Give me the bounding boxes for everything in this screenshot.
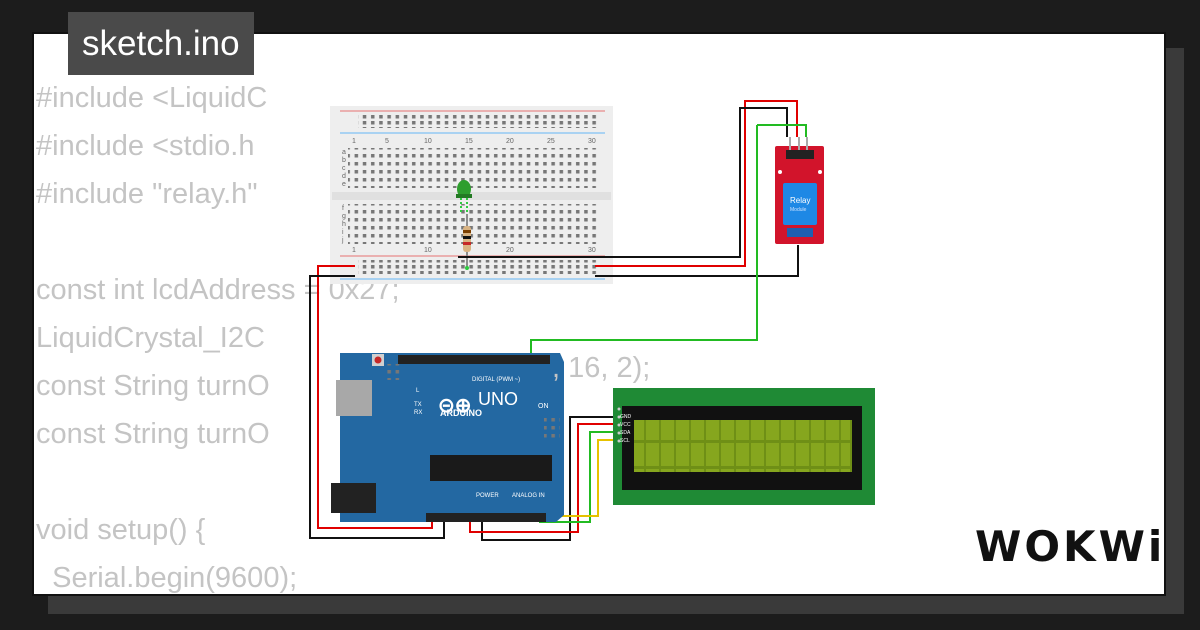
lcd-display[interactable]: GND VCC SDA SCL [613, 388, 875, 505]
bb-row-i: i [342, 229, 344, 236]
code-line: #include <stdio.h [36, 130, 255, 162]
bb-col-15: 15 [465, 138, 473, 145]
wire-black-relay [595, 245, 799, 277]
bb-col-20: 20 [506, 138, 514, 145]
bb-col-20-bottom: 20 [506, 247, 514, 254]
green-led[interactable] [456, 180, 472, 214]
bb-col-1: 1 [352, 138, 356, 145]
relay-label: Relay [790, 196, 810, 205]
bb-row-b: b [342, 157, 346, 164]
wire-red-relay [595, 100, 798, 267]
arduino-led-l: L [416, 388, 420, 394]
bb-col-1-bottom: 1 [352, 247, 356, 254]
arduino-led-rx: RX [414, 410, 422, 416]
lcd-pin-vcc: VCC [620, 422, 631, 428]
code-line: const String turnO [36, 370, 270, 402]
arduino-model: UNO [478, 389, 518, 409]
wires [309, 100, 807, 541]
wire-red-lcd-vcc [469, 423, 616, 533]
wire-red-rail-left [317, 265, 433, 529]
code-line: #include "relay.h" [36, 178, 258, 210]
relay-sublabel: Module [790, 207, 807, 213]
bb-row-f: f [342, 205, 344, 212]
lcd-pin-gnd: GND [620, 414, 632, 420]
bb-col-25: 25 [547, 138, 555, 145]
lcd-pin-scl: SCL [620, 438, 630, 444]
arduino-led-tx: TX [414, 402, 422, 408]
bb-row-g: g [342, 213, 346, 220]
bb-col-10-bottom: 10 [424, 247, 432, 254]
wire-green-signal-pin [530, 125, 758, 354]
arduino-brand: ARDUINO [440, 408, 482, 418]
resistor[interactable] [463, 214, 471, 270]
bb-col-5: 5 [385, 138, 389, 145]
wire-black-relay-gnd [458, 107, 788, 258]
code-line: void setup() { [36, 514, 206, 546]
wokwi-logo: WOKWi [975, 522, 1166, 571]
arduino-on-label: ON [538, 403, 549, 410]
bb-row-c: c [342, 165, 346, 172]
lcd-pin-sda: SDA [620, 430, 631, 436]
bb-row-d: d [342, 173, 346, 180]
arduino-infinity-logo: ⊝⊕ [438, 395, 472, 417]
bb-row-e: e [342, 181, 346, 188]
arduino-analog-label: ANALOG IN [512, 493, 545, 499]
code-line: LiquidCrystal_I2C [36, 322, 265, 354]
arduino-uno[interactable]: ⊝⊕ UNO ARDUINO ON DIGITAL (PWM ~) POWER … [331, 353, 564, 522]
bb-row-a: a [342, 149, 346, 156]
arduino-digital-label: DIGITAL (PWM ~) [472, 377, 520, 383]
bb-col-10: 10 [424, 138, 432, 145]
wire-green-signal [757, 124, 807, 137]
code-line: #include <LiquidC [36, 82, 268, 114]
code-line: const String turnO [36, 418, 270, 450]
bb-row-h: h [342, 221, 346, 228]
wire-black-rail-left [309, 275, 445, 539]
bb-row-j: j [341, 237, 344, 244]
arduino-power-label: POWER [476, 493, 499, 499]
code-preview: #include <LiquidC #include <stdio.h #inc… [36, 74, 400, 602]
code-line: const int lcdAddress = 0x27; [36, 274, 400, 306]
code-overlay-text: , 16, 2); [552, 352, 650, 384]
bb-col-30: 30 [588, 138, 596, 145]
code-line: Serial.begin(9600); [36, 562, 298, 594]
sketch-title[interactable]: sketch.ino [68, 12, 254, 75]
bb-col-30-bottom: 30 [588, 247, 596, 254]
relay-module[interactable]: Relay Module [775, 137, 824, 244]
